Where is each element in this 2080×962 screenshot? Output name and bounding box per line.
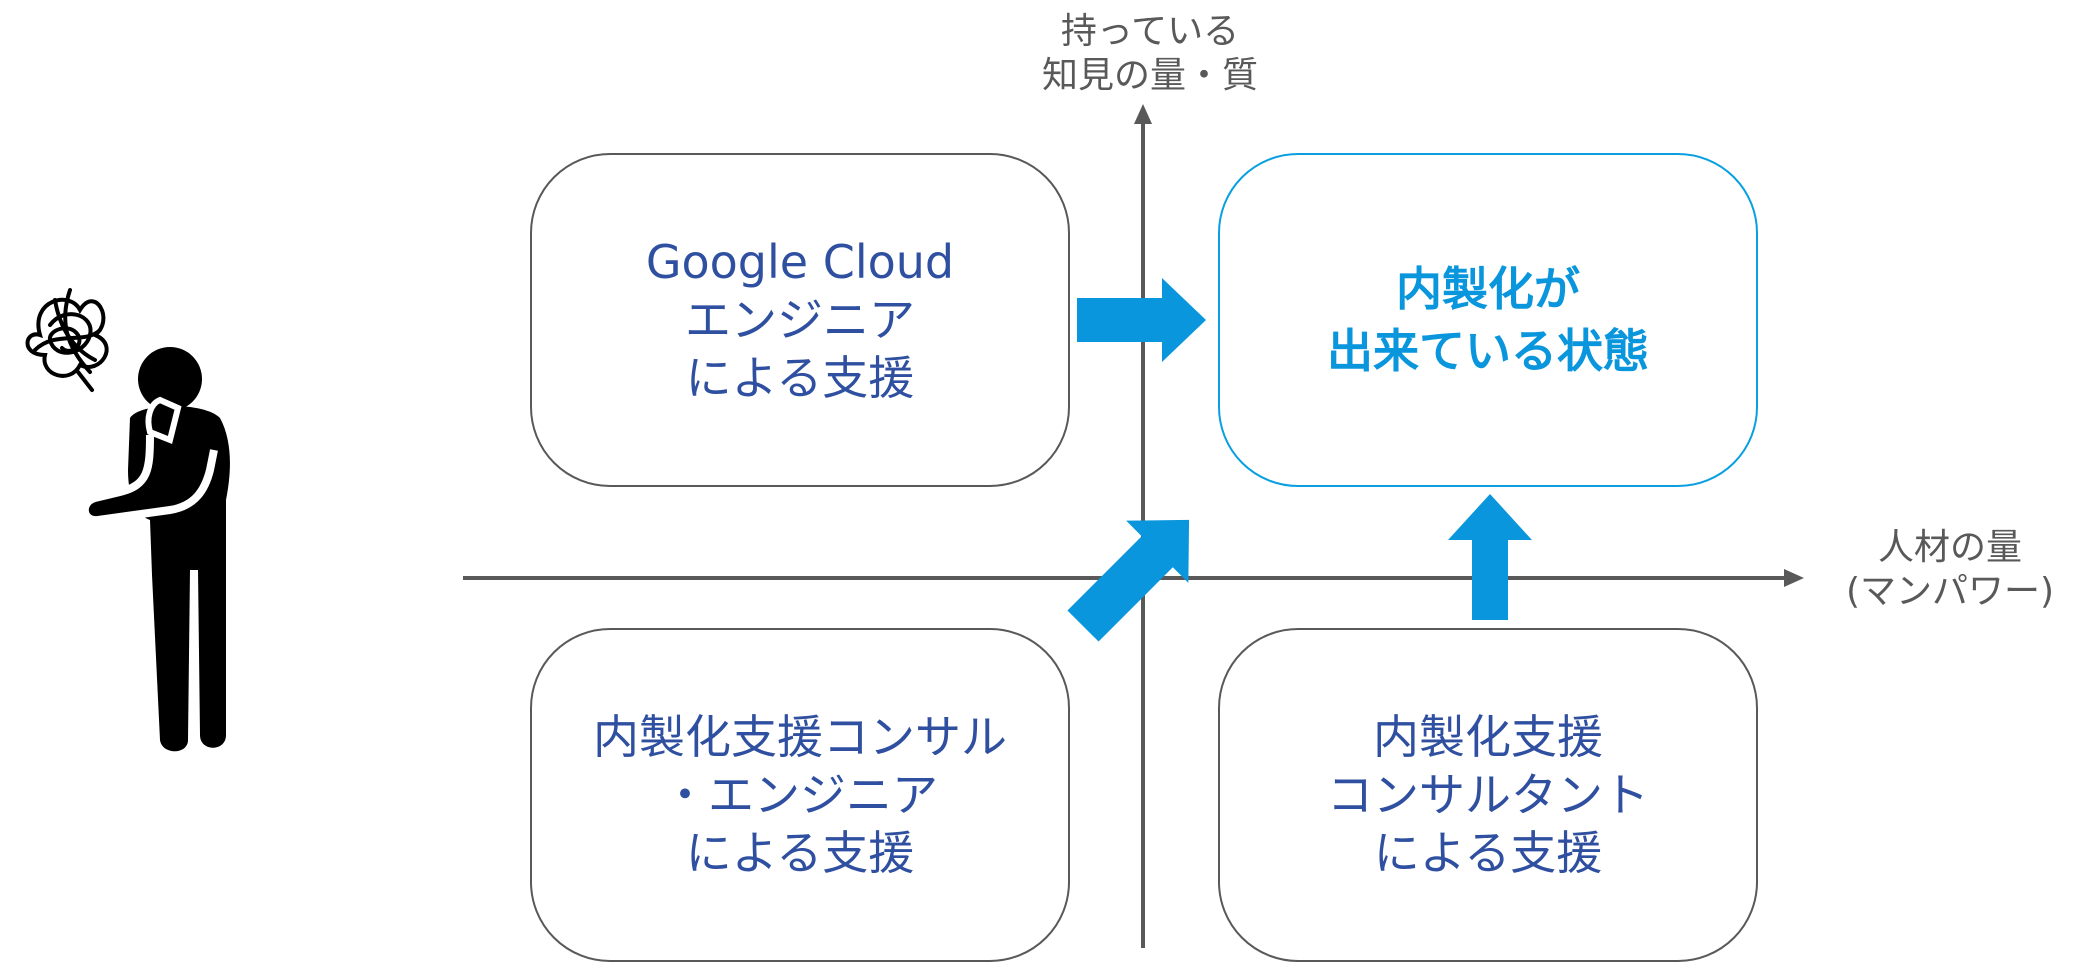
goal-state-text: 内製化が 出来ている状態	[1327, 262, 1649, 378]
x-axis-arrowhead	[1784, 569, 1804, 587]
inhouse-consult-engineer-text: 内製化支援コンサル ・エンジニア による支援	[593, 710, 1007, 880]
y-axis-label: 持っている 知見の量・質	[1041, 11, 1258, 96]
person-arm	[80, 434, 218, 525]
inhouse-consultant-text: 内製化支援 コンサルタント による支援	[1327, 710, 1649, 880]
google-cloud-engineer-text: Google Cloud エンジニア による支援	[645, 235, 955, 405]
inhouse-consult-engineer-box: 内製化支援コンサル ・エンジニア による支援	[530, 628, 1070, 962]
person-head	[138, 347, 202, 411]
person-hand	[145, 396, 182, 445]
google-cloud-engineer-box: Google Cloud エンジニア による支援	[530, 153, 1070, 487]
right-arrow	[1077, 278, 1206, 362]
y-axis-arrowhead	[1134, 104, 1152, 124]
inhouse-consultant-box: 内製化支援 コンサルタント による支援	[1218, 628, 1758, 962]
scribble-icon	[25, 288, 109, 392]
confused-person-icon	[25, 288, 230, 752]
transition-arrows	[1067, 278, 1532, 642]
x-axis-label: 人材の量 (マンパワー)	[1845, 527, 2055, 612]
up-arrow	[1448, 494, 1532, 620]
diagonal-arrow	[1067, 519, 1190, 642]
goal-state-box: 内製化が 出来ている状態	[1218, 153, 1758, 487]
